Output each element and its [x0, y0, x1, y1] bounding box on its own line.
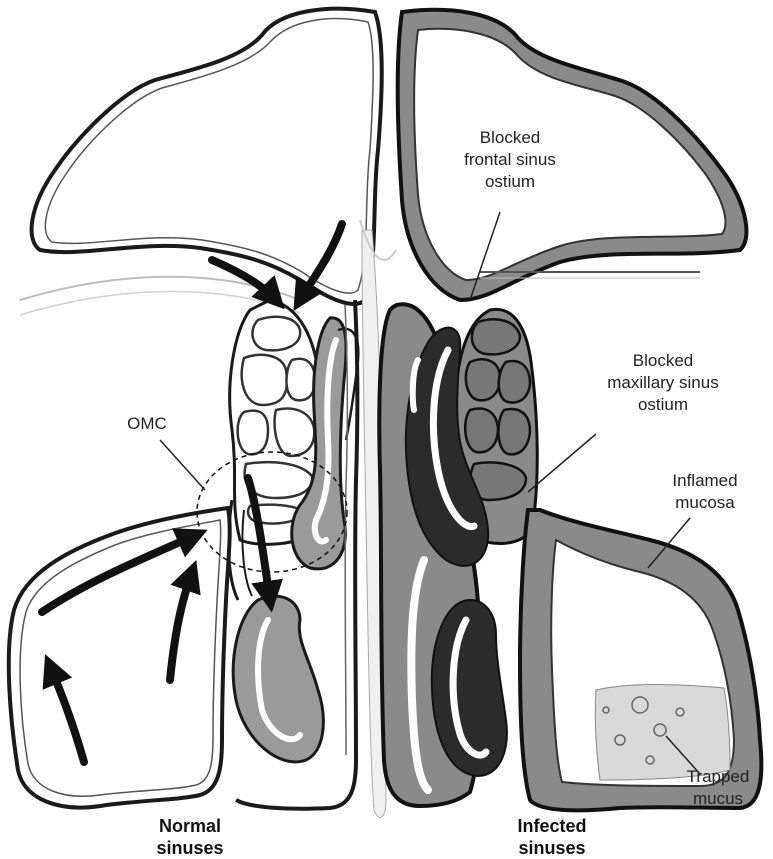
label-omc: OMC: [112, 413, 182, 435]
normal-maxillary-sinus: [9, 508, 230, 808]
caption-normal-sinuses: Normal sinuses: [130, 815, 250, 859]
label-blocked-frontal: Blocked frontal sinus ostium: [440, 127, 580, 193]
label-inflamed-mucosa: Inflamed mucosa: [650, 470, 760, 514]
label-trapped-mucus: Trapped mucus: [665, 766, 771, 810]
normal-sinuses-drawing: [9, 9, 382, 809]
leader-omc: [160, 440, 205, 490]
caption-infected-sinuses: Infected sinuses: [492, 815, 612, 859]
label-blocked-maxillary: Blocked maxillary sinus ostium: [578, 350, 748, 416]
